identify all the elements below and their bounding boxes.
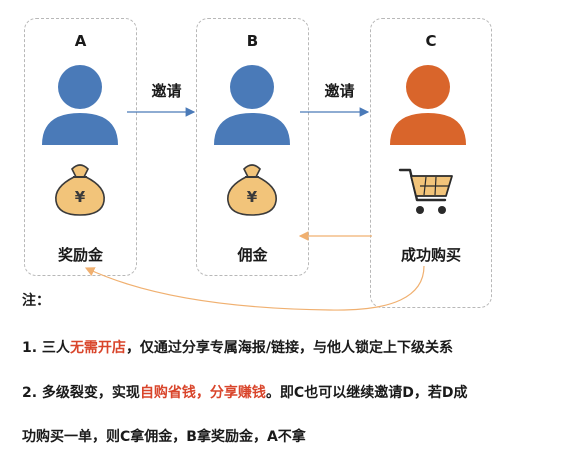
person-b-icon	[214, 65, 290, 145]
svg-text:¥: ¥	[75, 188, 86, 206]
arrow-c-to-a	[84, 265, 425, 311]
money-bag-a-icon: ¥	[55, 164, 105, 216]
shopping-cart-icon	[398, 168, 453, 214]
notes-line-3: 功购买一单，则C拿佣金，B拿奖励金，A不拿	[22, 429, 306, 445]
notes-line-1-prefix: 1. 三人	[22, 340, 70, 356]
node-b-caption: 佣金	[237, 246, 268, 264]
node-c-letter: C	[425, 32, 437, 50]
notes-line-1-highlight: 无需开店	[69, 340, 126, 356]
invite-label-ab: 邀请	[151, 82, 182, 100]
invite-label-bc: 邀请	[324, 82, 355, 100]
notes-line-2-suffix: 。即C也可以继续邀请D，若D成	[265, 385, 468, 401]
notes-line-2-highlight: 自购省钱，分享赚钱	[139, 385, 266, 401]
notes-title: 注：	[22, 293, 50, 309]
svg-text:¥: ¥	[247, 188, 258, 206]
notes-line-2: 2. 多级裂变，实现自购省钱，分享赚钱。即C也可以继续邀请D，若D成	[22, 382, 467, 402]
notes-line-1: 1. 三人无需开店，仅通过分享专属海报/链接，与他人锁定上下级关系	[22, 337, 453, 357]
money-bag-b-icon: ¥	[227, 164, 277, 216]
node-card-b	[196, 18, 309, 276]
person-c-icon	[390, 65, 466, 145]
node-a-letter: A	[74, 32, 87, 50]
person-a-icon	[42, 65, 118, 145]
node-a-caption: 奖励金	[57, 246, 103, 264]
notes-line-1-suffix: ，仅通过分享专属海报/链接，与他人锁定上下级关系	[125, 340, 454, 356]
node-card-a	[24, 18, 137, 276]
notes-line-2-prefix: 2. 多级裂变，实现	[22, 385, 140, 401]
node-card-c	[370, 18, 492, 308]
node-b-letter: B	[246, 32, 259, 50]
node-c-caption: 成功购买	[400, 246, 461, 264]
